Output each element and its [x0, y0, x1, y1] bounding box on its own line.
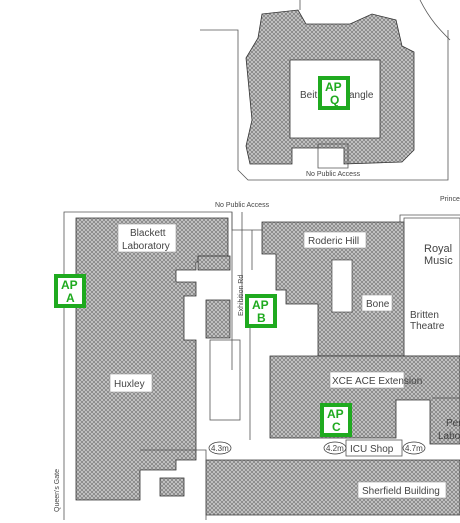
britten-line2: Theatre	[410, 321, 445, 332]
ap-a-line1: AP	[61, 278, 78, 292]
ap-q-line2: Q	[330, 93, 339, 107]
bone-label: Bone	[366, 299, 390, 310]
huxley-label: Huxley	[114, 379, 145, 390]
sherfield-label: Sherfield Building	[362, 486, 440, 497]
royal-music-line1: Royal	[424, 243, 452, 255]
beit-label-left: Beit	[300, 90, 317, 101]
ace-left-label: XCE	[332, 376, 353, 387]
huxley-label-box	[109, 373, 153, 393]
ace-label-box	[329, 371, 405, 389]
bone-label-box	[361, 294, 393, 312]
access-point-a[interactable]: AP A	[54, 274, 86, 308]
ap-q-line1: AP	[325, 80, 342, 94]
britten-line1: Britten	[410, 310, 439, 321]
icu-shop-label: ICU Shop	[350, 444, 394, 455]
height-marker-2	[323, 441, 347, 455]
roderic-label-box	[303, 231, 367, 249]
beit-label-right: angle	[349, 90, 374, 101]
ace-extension-label: ACE Extension	[355, 376, 422, 387]
exhibition-rd-label: Exhibition Rd	[238, 275, 245, 316]
height-label-1: 4.3m	[211, 444, 229, 453]
prince-label: Prince	[440, 196, 460, 203]
ap-c-line2: C	[332, 420, 341, 434]
height-marker-3	[402, 441, 426, 455]
access-point-q[interactable]: AP Q	[318, 76, 350, 110]
pe-line1: Per	[446, 418, 460, 429]
no-public-access-mid: No Public Access	[215, 202, 270, 209]
ap-c-line1: AP	[327, 407, 344, 421]
ap-b-line2: B	[257, 311, 266, 325]
height-marker-1	[208, 441, 232, 455]
blackett-label-box	[117, 223, 177, 253]
ap-a-line2: A	[66, 291, 75, 305]
pe-line2: Labo	[438, 431, 460, 442]
access-point-c[interactable]: AP C	[320, 403, 352, 437]
blackett-line1: Blackett	[130, 228, 166, 239]
lower-campus-block: No Public Access Blackett Laboratory Hux…	[54, 202, 460, 520]
sherfield-label-box	[357, 481, 447, 499]
height-label-3: 4.7m	[405, 444, 423, 453]
royal-music-line2: Music	[424, 255, 453, 267]
roderic-hill-label: Roderic Hill	[308, 236, 359, 247]
height-label-2: 4.2m	[326, 444, 344, 453]
blackett-line2: Laboratory	[122, 241, 170, 252]
ap-b-line1: AP	[252, 298, 269, 312]
no-public-access-top: No Public Access	[306, 171, 361, 178]
queens-gate-label: Queen's Gate	[54, 469, 61, 512]
access-point-b[interactable]: AP B	[245, 294, 277, 328]
